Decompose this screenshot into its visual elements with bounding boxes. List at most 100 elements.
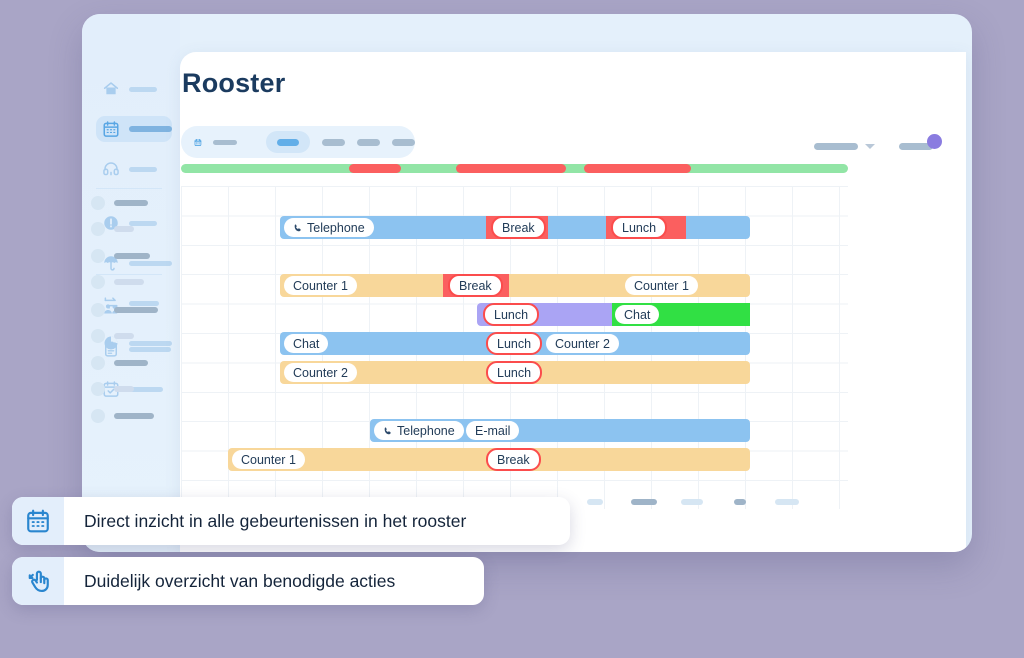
- avatar: [927, 134, 942, 149]
- employee-row-label[interactable]: [91, 329, 134, 343]
- shift-label-pill[interactable]: Break: [486, 448, 541, 471]
- view-segment-2[interactable]: [357, 138, 380, 146]
- sidebar-item-home[interactable]: [96, 76, 172, 102]
- view-segment-3[interactable]: [392, 138, 415, 146]
- employee-row-label[interactable]: [91, 303, 158, 317]
- sidebar-item-label: [129, 386, 163, 392]
- employee-list: [89, 186, 181, 509]
- shift-label-text: Lunch: [494, 307, 529, 322]
- schedule-row-1[interactable]: Telephone Break Lunch: [280, 216, 750, 239]
- filter-select[interactable]: [814, 142, 875, 150]
- app-window: Rooster: [82, 14, 972, 552]
- callout-text: Duidelijk overzicht van benodigde acties: [84, 570, 396, 591]
- tap-hand-icon: [12, 557, 64, 605]
- employee-name: [114, 226, 134, 232]
- schedule-toolbar[interactable]: [181, 126, 415, 158]
- callout-card: Direct inzicht in alle gebeurtenissen in…: [12, 497, 570, 545]
- avatar: [91, 196, 105, 210]
- sidebar-item-label: [129, 260, 172, 266]
- shift-label-text: Lunch: [497, 336, 532, 351]
- shift-label-text: Counter 1: [634, 278, 689, 293]
- schedule-row-2[interactable]: Counter 1 Break Counter 1: [280, 274, 750, 297]
- shift-label-pill[interactable]: Counter 1: [232, 450, 305, 469]
- chevron-down-icon: [865, 143, 875, 149]
- sidebar-item-label: [129, 220, 157, 226]
- schedule-row-5[interactable]: Counter 2 Lunch: [280, 361, 750, 384]
- view-segment-1[interactable]: [322, 138, 345, 146]
- view-segment-selected[interactable]: [266, 131, 310, 153]
- shift-label-text: Counter 2: [293, 365, 348, 380]
- sidebar-divider: [96, 274, 162, 275]
- shift-label-pill[interactable]: Break: [448, 274, 503, 297]
- view-segment-group[interactable]: [266, 131, 415, 153]
- avatar: [91, 275, 105, 289]
- shift-label-text: Break: [497, 452, 530, 467]
- shift-label-pill[interactable]: Counter 2: [284, 363, 357, 382]
- shift-label-text: E-mail: [475, 423, 511, 438]
- shift-label-pill[interactable]: Lunch: [483, 303, 540, 326]
- shift-label-pill[interactable]: Break: [491, 216, 546, 239]
- shift-label-pill[interactable]: Lunch: [486, 332, 543, 355]
- employee-row-label[interactable]: [91, 382, 134, 396]
- employee-row-label[interactable]: [91, 356, 148, 370]
- coverage-alert-segment: [349, 164, 401, 173]
- avatar: [91, 409, 105, 423]
- shift-label-pill[interactable]: Counter 2: [546, 334, 619, 353]
- employee-name: [114, 279, 144, 285]
- shift-label-pill[interactable]: Telephone: [284, 218, 374, 237]
- time-label: [681, 499, 703, 505]
- sidebar-divider: [96, 188, 162, 189]
- shift-label-text: Counter 1: [241, 452, 296, 467]
- employee-name: [114, 333, 134, 339]
- coverage-alert-segment: [456, 164, 566, 173]
- shift-label-text: Lunch: [622, 220, 657, 235]
- time-label: [587, 499, 603, 505]
- shift-label-pill[interactable]: Lunch: [486, 361, 543, 384]
- employee-name: [114, 386, 134, 392]
- shift-label-text: Break: [459, 278, 492, 293]
- avatar: [91, 303, 105, 317]
- shift-label-text: Telephone: [307, 220, 365, 235]
- employee-name: [114, 360, 148, 366]
- shift-label-pill[interactable]: Lunch: [611, 216, 668, 239]
- coverage-alert-segment: [584, 164, 691, 173]
- sidebar-item-label: [129, 166, 157, 172]
- sidebar-item-schedule[interactable]: [96, 116, 172, 142]
- time-label: [734, 499, 746, 505]
- employee-row-label[interactable]: [91, 249, 150, 263]
- schedule-row-6[interactable]: Telephone E-mail: [370, 419, 750, 442]
- avatar: [91, 329, 105, 343]
- shift-label-text: Counter 1: [293, 278, 348, 293]
- sidebar-item-support[interactable]: [96, 156, 172, 182]
- shift-label-text: Telephone: [397, 423, 455, 438]
- phone-icon: [294, 224, 301, 231]
- employee-row-label[interactable]: [91, 275, 144, 289]
- shift-label-text: Chat: [293, 336, 320, 351]
- sidebar-item-label: [129, 340, 172, 346]
- user-name-label: [899, 142, 933, 150]
- shift-label-pill[interactable]: Chat: [615, 305, 660, 324]
- schedule-row-4[interactable]: Chat Lunch Counter 2: [280, 332, 750, 355]
- shift-label-pill[interactable]: E-mail: [466, 421, 520, 440]
- user-menu[interactable]: [899, 134, 942, 158]
- filter-select-label: [814, 142, 858, 150]
- employee-row-label[interactable]: [91, 409, 154, 423]
- schedule-row-7[interactable]: Counter 1 Break: [228, 448, 750, 471]
- sidebar-item-label: [129, 300, 159, 306]
- employee-row-label[interactable]: [91, 196, 148, 210]
- headset-icon: [103, 162, 119, 176]
- schedule-row-3[interactable]: Lunch Chat: [477, 303, 750, 326]
- shift-label-pill[interactable]: Counter 1: [625, 276, 698, 295]
- sidebar-item-tasks[interactable]: [96, 336, 172, 362]
- shift-label-pill[interactable]: Counter 1: [284, 276, 357, 295]
- shift-label-pill[interactable]: Telephone: [374, 421, 464, 440]
- shift-label-text: Chat: [624, 307, 651, 322]
- shift-label-pill[interactable]: Chat: [284, 334, 329, 353]
- calendar-icon: [12, 497, 64, 545]
- employee-row-label[interactable]: [91, 222, 134, 236]
- home-icon: [103, 82, 119, 95]
- shift-label-text: Counter 2: [555, 336, 610, 351]
